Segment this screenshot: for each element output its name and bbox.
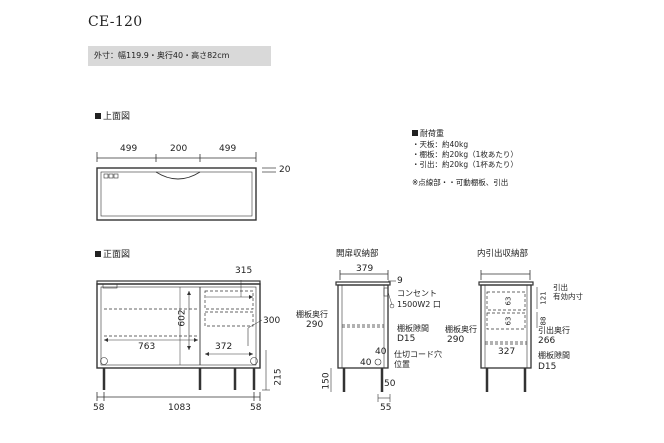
load-title: 耐荷重 [412, 128, 444, 139]
drawer-shelf-depth-value: 290 [447, 335, 465, 345]
door-dim-55: 55 [380, 403, 392, 413]
door-shelf-gap-value: D15 [397, 334, 416, 344]
door-shelf-depth-value: 290 [306, 320, 324, 330]
top-dim-center: 200 [170, 144, 188, 154]
drawer-shelf-depth-label: 棚板奥行 [445, 325, 477, 334]
drawer-label: 引出 [553, 283, 568, 292]
front-dim-58-left: 58 [93, 403, 105, 413]
drawer-effective-inner: 有効内寸 [553, 292, 583, 301]
front-dim-763: 763 [138, 342, 156, 352]
load-item-top: ・天板：約40kg [412, 140, 469, 149]
load-list: ・天板：約40kg ・棚板：約20kg（1枚あたり） ・引出：約20kg（1杯あ… [412, 140, 518, 188]
load-item-drawer: ・引出：約20kg（1杯あたり） [412, 160, 518, 169]
front-dim-215: 215 [273, 368, 284, 386]
drawer-dim-88: 88 [539, 316, 548, 326]
door-cord-hole-pos: 位置 [394, 360, 410, 369]
top-dim-right: 499 [219, 144, 237, 154]
door-dim-50: 50 [384, 379, 396, 389]
door-dim-40-left: 40 [360, 358, 372, 368]
front-dim-58-right: 58 [250, 403, 262, 413]
drawer-depth-value: 266 [538, 336, 556, 346]
load-item-shelf: ・棚板：約20kg（1枚あたり） [412, 150, 518, 159]
top-view-title: 上面図 [95, 112, 130, 123]
spec-bar: 外寸：幅119.9・奥行40・高さ82cm [88, 46, 271, 66]
door-section-drawing [330, 270, 396, 402]
load-note: ※点線部・・可動棚板、引出 [412, 178, 509, 187]
door-outlet-label: コンセント [397, 289, 437, 298]
front-dim-372: 372 [215, 342, 233, 352]
door-shelf-gap-label: 棚板隙間 [397, 324, 429, 333]
front-view-drawing [96, 280, 270, 401]
door-dim-379: 379 [356, 264, 374, 274]
door-dim-9: 9 [397, 276, 403, 286]
front-dim-300: 300 [263, 316, 281, 326]
drawer-shelf-gap-label: 棚板隙間 [538, 351, 570, 360]
drawer-dim-121: 121 [539, 291, 548, 305]
top-dim-depth: 20 [279, 165, 291, 175]
front-dim-602: 602 [177, 309, 188, 327]
drawer-dim-63-top: 63 [504, 296, 513, 306]
drawer-dim-63-bottom: 63 [504, 316, 513, 326]
front-view-title: 正面図 [95, 250, 130, 261]
door-section-title: 開扉収納部 [336, 249, 379, 259]
top-dim-left: 499 [120, 144, 138, 154]
drawer-section-title: 内引出収納部 [477, 249, 529, 259]
drawer-section-drawing [478, 270, 538, 392]
door-dim-150: 150 [321, 372, 332, 390]
drawer-dim-327: 327 [498, 347, 516, 357]
front-dim-315: 315 [235, 266, 253, 276]
front-dim-1083: 1083 [168, 403, 191, 413]
drawer-depth-label: 引出奥行 [538, 326, 570, 335]
door-dim-40-top: 40 [375, 347, 387, 357]
top-view-drawing [96, 152, 276, 221]
drawer-shelf-gap-value: D15 [538, 362, 557, 372]
door-cord-hole-label: 仕切コード穴 [394, 350, 442, 359]
door-outlet-spec: 1500W2 口 [397, 300, 441, 309]
model-title: CE-120 [88, 14, 143, 30]
door-shelf-depth-label: 棚板奥行 [296, 310, 328, 319]
